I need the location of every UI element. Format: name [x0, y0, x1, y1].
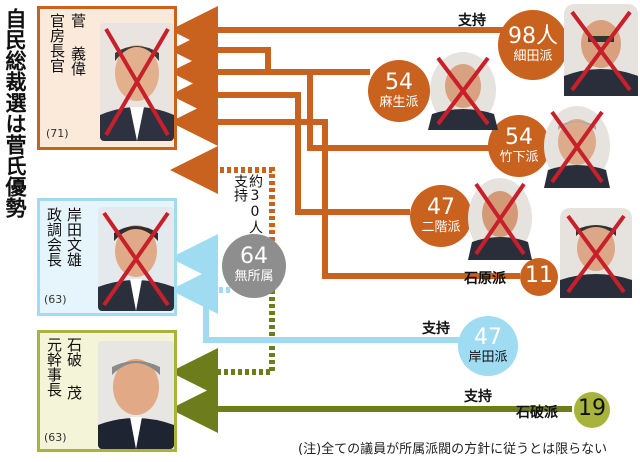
- faction-name-ishiba: 石破派: [516, 405, 558, 421]
- faction-count: 54: [385, 70, 413, 95]
- line-aso: [170, 26, 370, 75]
- line-nikai: [170, 71, 410, 215]
- independent-name: 無所属: [234, 269, 274, 284]
- candidate-photo: [100, 23, 174, 141]
- candidate-age: (63): [44, 431, 67, 444]
- portrait-icon: [98, 207, 174, 311]
- candidate-name: 石破 茂: [65, 337, 83, 400]
- line-indep-ishiba: [170, 290, 275, 396]
- faction-bubble-aso: 54 麻生派: [368, 60, 430, 122]
- leader-photo-ishihara: [560, 208, 632, 298]
- candidate-photo: [98, 207, 174, 311]
- candidate-age: (71): [46, 127, 69, 140]
- faction-bubble-ishiba: 19: [574, 392, 610, 428]
- candidate-post: 政調会長: [45, 207, 63, 267]
- independent-bubble: 64 無所属: [222, 234, 286, 298]
- faction-count: 11: [525, 263, 553, 288]
- candidate-card-ishiba: 石破 茂 元幹事長 (63): [37, 330, 177, 452]
- candidate-age: (63): [44, 293, 67, 306]
- faction-bubble-ishihara: 11: [520, 258, 558, 296]
- faction-count: 54: [505, 125, 533, 150]
- faction-name: 竹下派: [499, 150, 539, 165]
- leader-photo-hosoda: [564, 4, 638, 96]
- faction-name-ishihara: 石原派: [464, 271, 506, 287]
- faction-name: 二階派: [421, 220, 461, 235]
- candidate-name: 菅 義偉: [69, 13, 87, 76]
- faction-bubble-takeshita: 54 竹下派: [488, 115, 550, 177]
- faction-count: 47: [474, 325, 502, 350]
- candidate-card-kishida: 岸田文雄 政調会長 (63): [37, 198, 177, 316]
- candidate-card-suga: 菅 義偉 官房長官 (71): [37, 6, 177, 150]
- faction-count: 98人: [508, 24, 558, 49]
- page-title: 自民総裁選は菅氏優勢: [3, 8, 27, 218]
- faction-name: 岸田派: [468, 350, 508, 365]
- support-label-hosoda: 支持: [458, 13, 486, 29]
- footnote: (注)全ての議員が所属派閥の方針に従うとは限らない: [298, 442, 608, 457]
- faction-bubble-nikai: 47 二階派: [410, 185, 472, 247]
- independent-count: 64: [240, 244, 268, 269]
- leader-photo-takeshita: [544, 106, 610, 188]
- candidate-name: 岸田文雄: [65, 207, 83, 267]
- candidate-post: 官房長官: [48, 13, 66, 73]
- leader-photo-nikai: [468, 178, 532, 260]
- support-label-ishiba: 支持: [464, 389, 492, 405]
- line-takeshita: [170, 48, 490, 151]
- line-kishida: [170, 234, 460, 343]
- faction-bubble-hosoda: 98人 細田派: [498, 10, 568, 80]
- candidate-post: 元幹事長: [45, 337, 63, 397]
- faction-bubble-kishida: 47 岸田派: [458, 316, 518, 376]
- line-ishihara: [170, 98, 520, 279]
- leader-photo-aso: [428, 52, 498, 130]
- faction-count: 47: [427, 195, 455, 220]
- support-label-kishida: 支持: [422, 321, 450, 337]
- portrait-icon: [100, 23, 174, 141]
- candidate-photo: [98, 341, 174, 449]
- faction-name: 細田派: [513, 49, 553, 64]
- line-indep-suga: [170, 146, 275, 248]
- faction-name: 麻生派: [379, 95, 419, 110]
- faction-count: 19: [578, 396, 606, 421]
- independent-support-label: 約30人支持: [232, 174, 263, 234]
- portrait-icon: [98, 341, 174, 449]
